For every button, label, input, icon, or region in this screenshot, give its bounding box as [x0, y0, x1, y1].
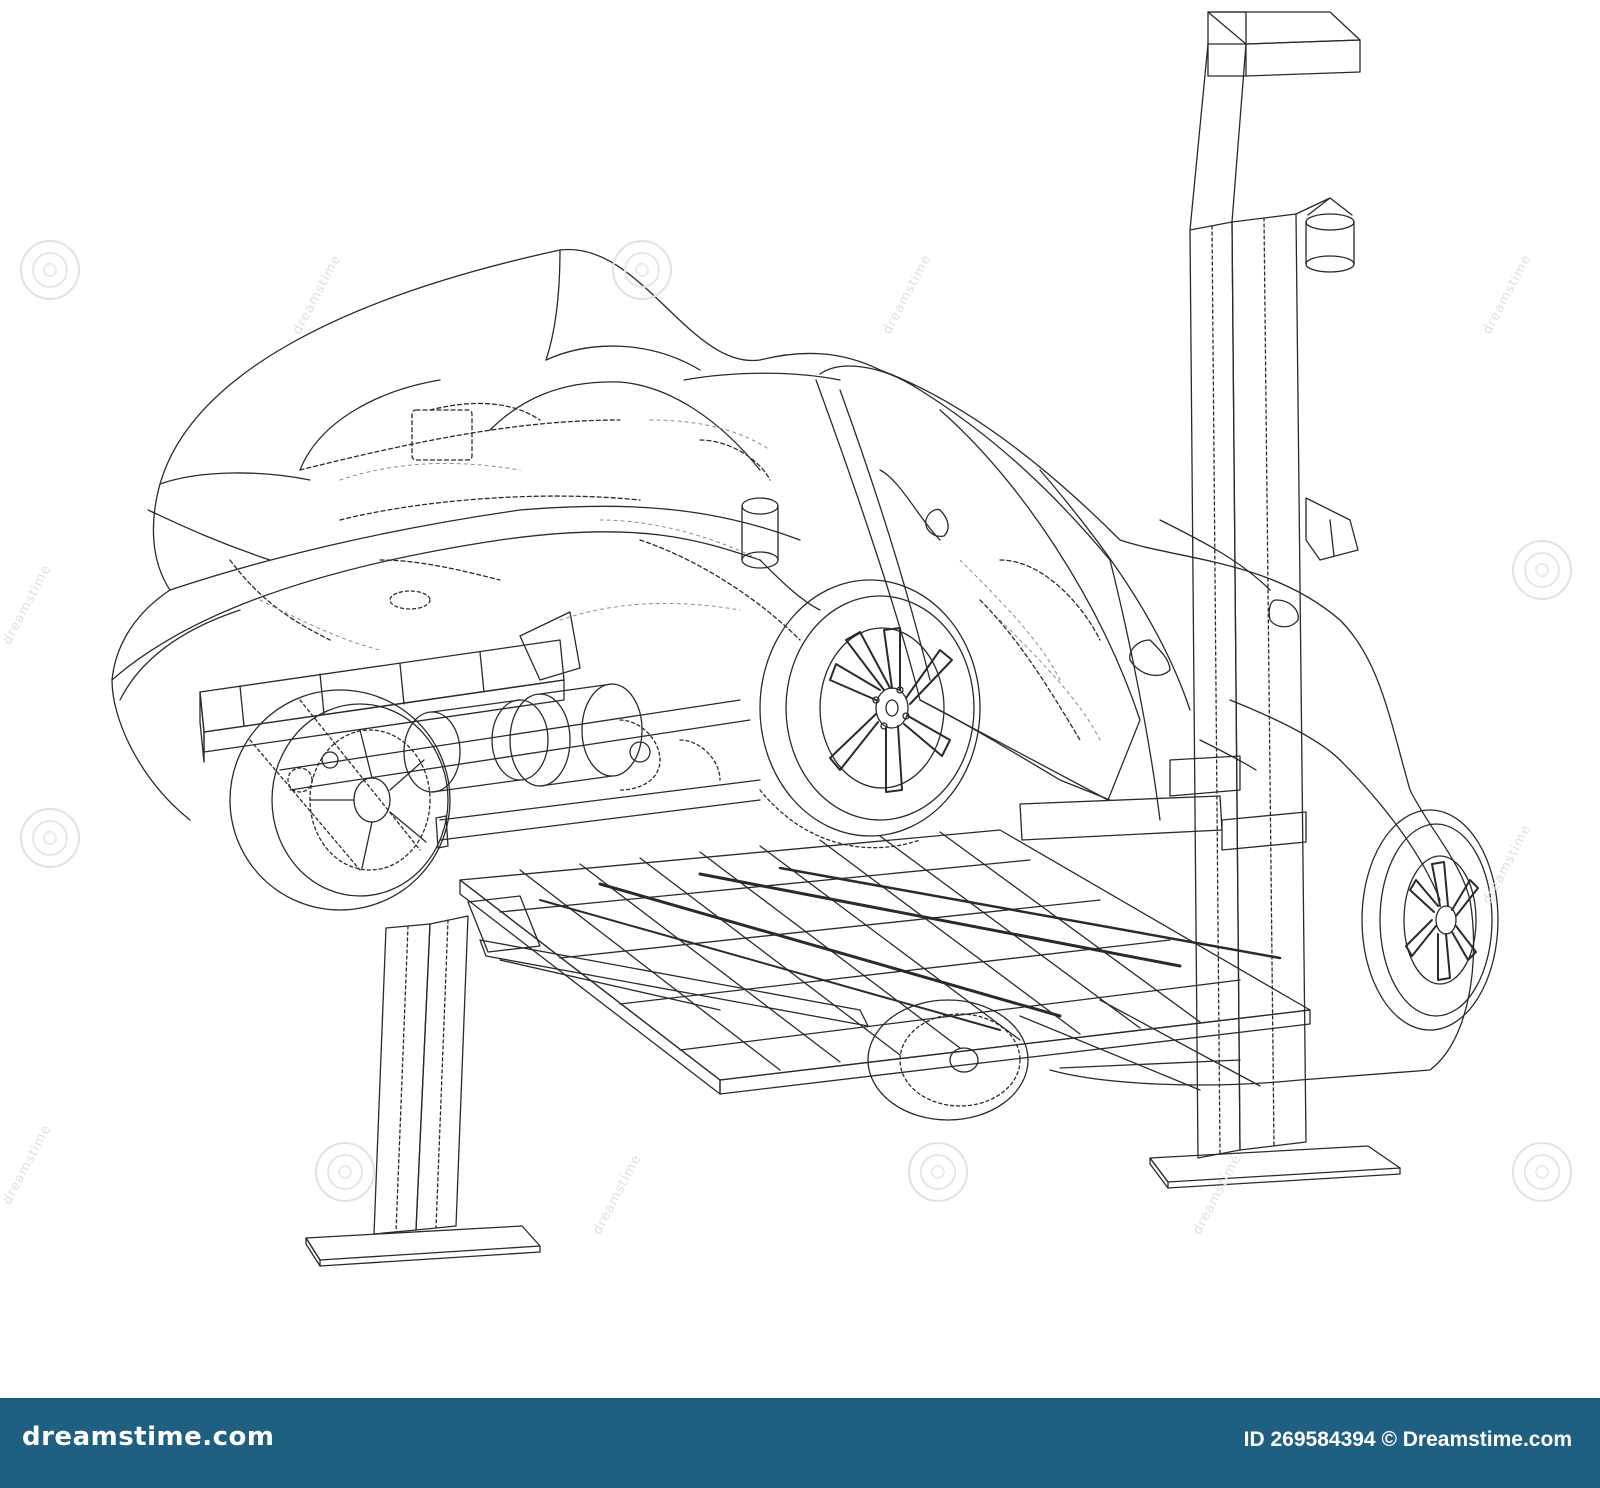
front-right-wheel	[759, 579, 981, 849]
watermark-spiral-icon	[20, 808, 80, 868]
rear-left-wheel	[229, 689, 451, 911]
interior-structure	[259, 419, 1101, 741]
lift-runway	[459, 755, 1311, 1095]
far-rear-wheel	[867, 999, 1029, 1121]
watermark-spiral-icon	[908, 1142, 968, 1202]
wireframe-illustration: dreamstime dreamstime dreamstime dreamst…	[0, 11, 1572, 1267]
car-body	[111, 248, 1475, 1086]
watermark-spiral-icon	[612, 240, 672, 300]
image-id-credit: ID 269584394 © Dreamstime.com	[1243, 1428, 1572, 1451]
right-lift-post	[1149, 11, 1401, 1189]
watermark-footer-bar: dreamstime.com ID 269584394 © Dreamstime…	[0, 1398, 1600, 1488]
far-front-wheel	[1361, 809, 1499, 1031]
exhaust-system	[199, 611, 761, 871]
car-lift-svg	[111, 11, 1499, 1267]
watermark-spiral-icon	[315, 1142, 375, 1202]
watermark-spiral-icon	[1512, 540, 1572, 600]
watermark-spiral-icon	[20, 240, 80, 300]
watermark-spiral-icon	[1512, 1142, 1572, 1202]
left-lift-post	[305, 915, 541, 1267]
dreamstime-logo-text[interactable]: dreamstime.com	[22, 1422, 275, 1452]
